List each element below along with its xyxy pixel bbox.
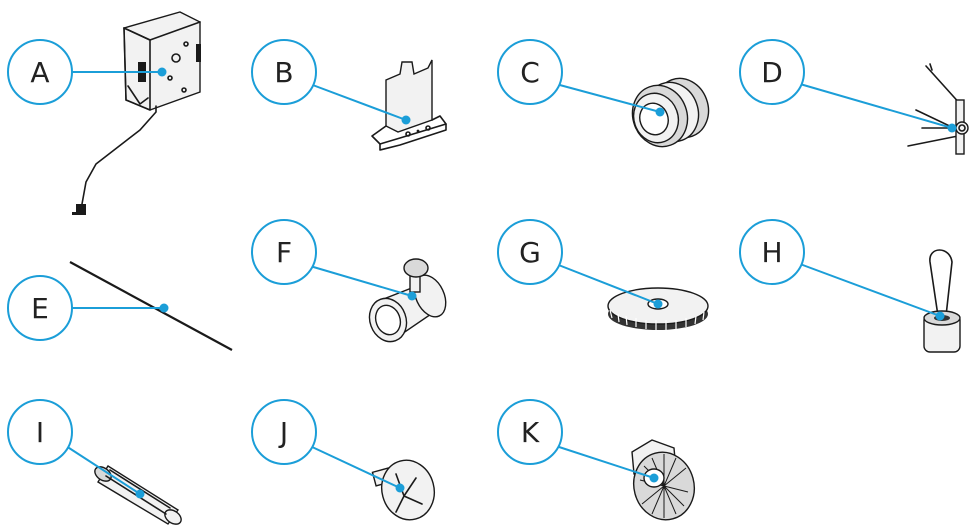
badge-b-label: B [274,56,293,89]
callout-j-dot [395,483,405,493]
part-g-illustration [607,287,709,330]
badge-g [497,219,563,285]
badge-c-label: C [520,56,540,89]
part-c-illustration [631,77,710,148]
badge-e-label: E [31,292,49,325]
badge-g-label: G [519,236,541,269]
badge-a-label: A [30,56,49,89]
callout-j: J [251,399,405,493]
callout-d: D [739,39,957,133]
part-d-illustration [907,63,969,155]
callout-f: F [251,219,417,301]
badge-d-label: D [761,56,783,89]
badge-e [7,275,73,341]
badge-d [739,39,805,105]
callout-c-dot [655,107,665,117]
badge-i [7,399,73,465]
callout-a-dot [157,67,167,77]
callout-g: G [497,219,663,309]
badge-k [497,399,563,465]
badge-f [251,219,317,285]
callout-i: I [7,399,145,499]
callout-k: K [497,399,659,483]
part-f-illustration [368,258,447,343]
callout-i-dot [135,489,145,499]
callout-b: B [251,39,411,125]
part-a-illustration [72,11,201,215]
callout-k-dot [649,473,659,483]
callout-f-dot [407,291,417,301]
callout-a: A [7,39,167,105]
badge-j [251,399,317,465]
callout-b-dot [401,115,411,125]
callouts: A B C D E [7,39,957,499]
callout-d-dot [947,123,957,133]
badge-j-label: J [278,416,288,449]
badge-f-label: F [276,236,292,269]
badge-b [251,39,317,105]
callout-h: H [739,219,945,321]
badge-a [7,39,73,105]
part-k-illustration [631,439,695,521]
badge-c [497,39,563,105]
badge-i-label: I [36,416,44,449]
callout-e-dot [159,303,169,313]
callout-e: E [7,275,169,341]
part-b-illustration [371,59,447,151]
part-j-illustration [371,459,435,521]
part-h-illustration [923,249,961,353]
badge-k-label: K [521,416,540,449]
callout-c: C [497,39,665,117]
callout-h-dot [935,311,945,321]
part-e-illustration [69,261,233,351]
callout-g-dot [653,299,663,309]
badge-h-label: H [761,236,782,269]
badge-h [739,219,805,285]
